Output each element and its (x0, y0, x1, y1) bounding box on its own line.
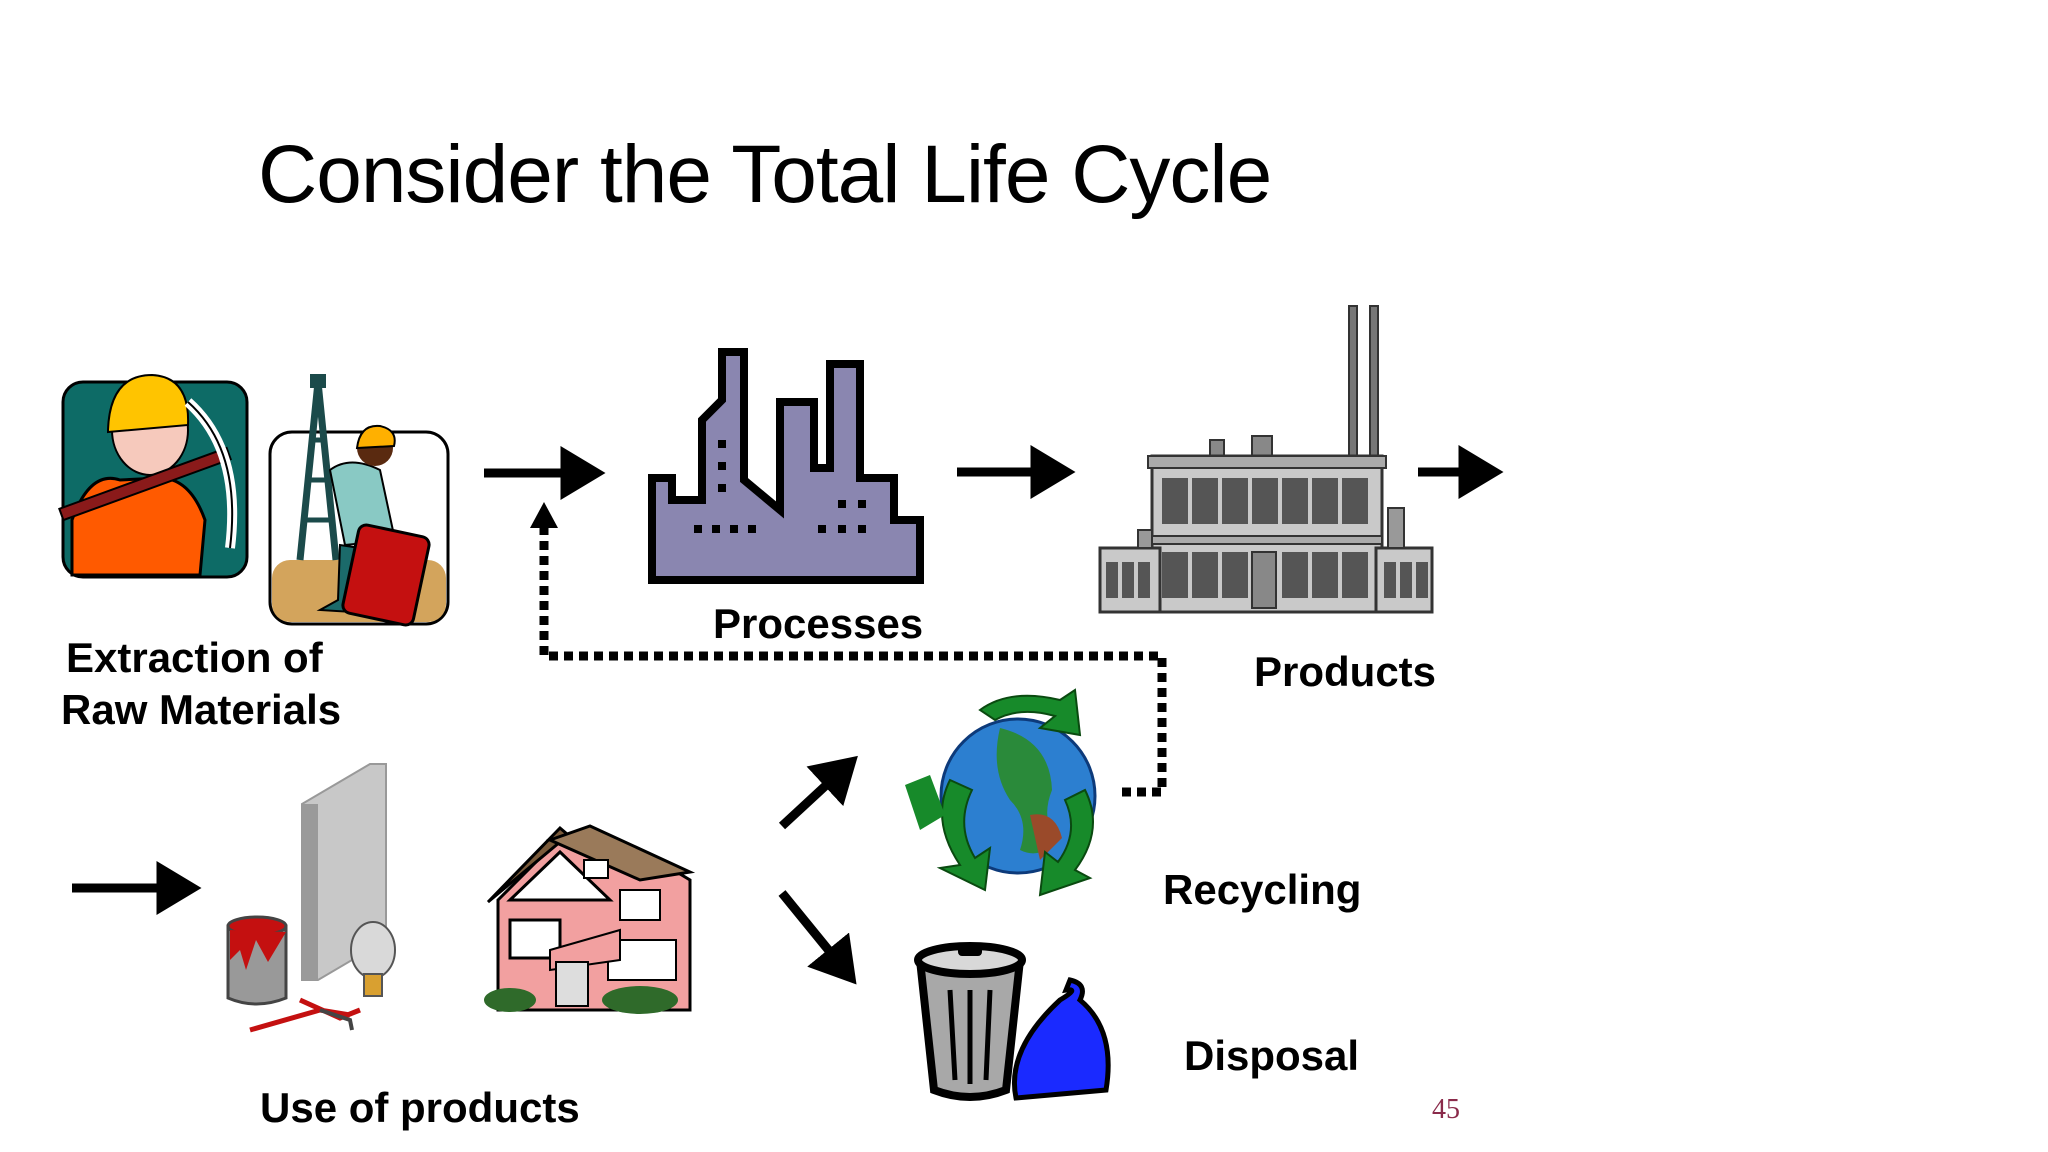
factory-silhouette-icon (648, 348, 924, 584)
oil-worker-icon (268, 374, 450, 627)
label-products: Products (1254, 648, 1437, 695)
page-number: 45 (1432, 1094, 1460, 1125)
recycling-globe-icon (905, 688, 1097, 897)
factory-building-icon (1098, 305, 1434, 614)
label-processes: Processes (713, 600, 924, 647)
slide-title: Consider the Total Life Cycle (258, 129, 1272, 220)
label-use-of-products: Use of products (260, 1084, 580, 1131)
miner-icon (58, 373, 249, 579)
label-recycling: Recycling (1163, 866, 1362, 913)
trash-can-bag-icon (914, 942, 1111, 1101)
paint-panel-bulb-icon (226, 763, 396, 1033)
label-extraction-line1: Extraction of (66, 634, 323, 681)
house-icon (484, 824, 696, 1014)
label-extraction-line2: Raw Materials (61, 686, 342, 733)
arrow-use-to-disposal (778, 890, 857, 985)
arrow-use-to-recycling (778, 755, 858, 830)
label-disposal: Disposal (1184, 1032, 1360, 1079)
dotted-arrow-head (530, 502, 558, 528)
